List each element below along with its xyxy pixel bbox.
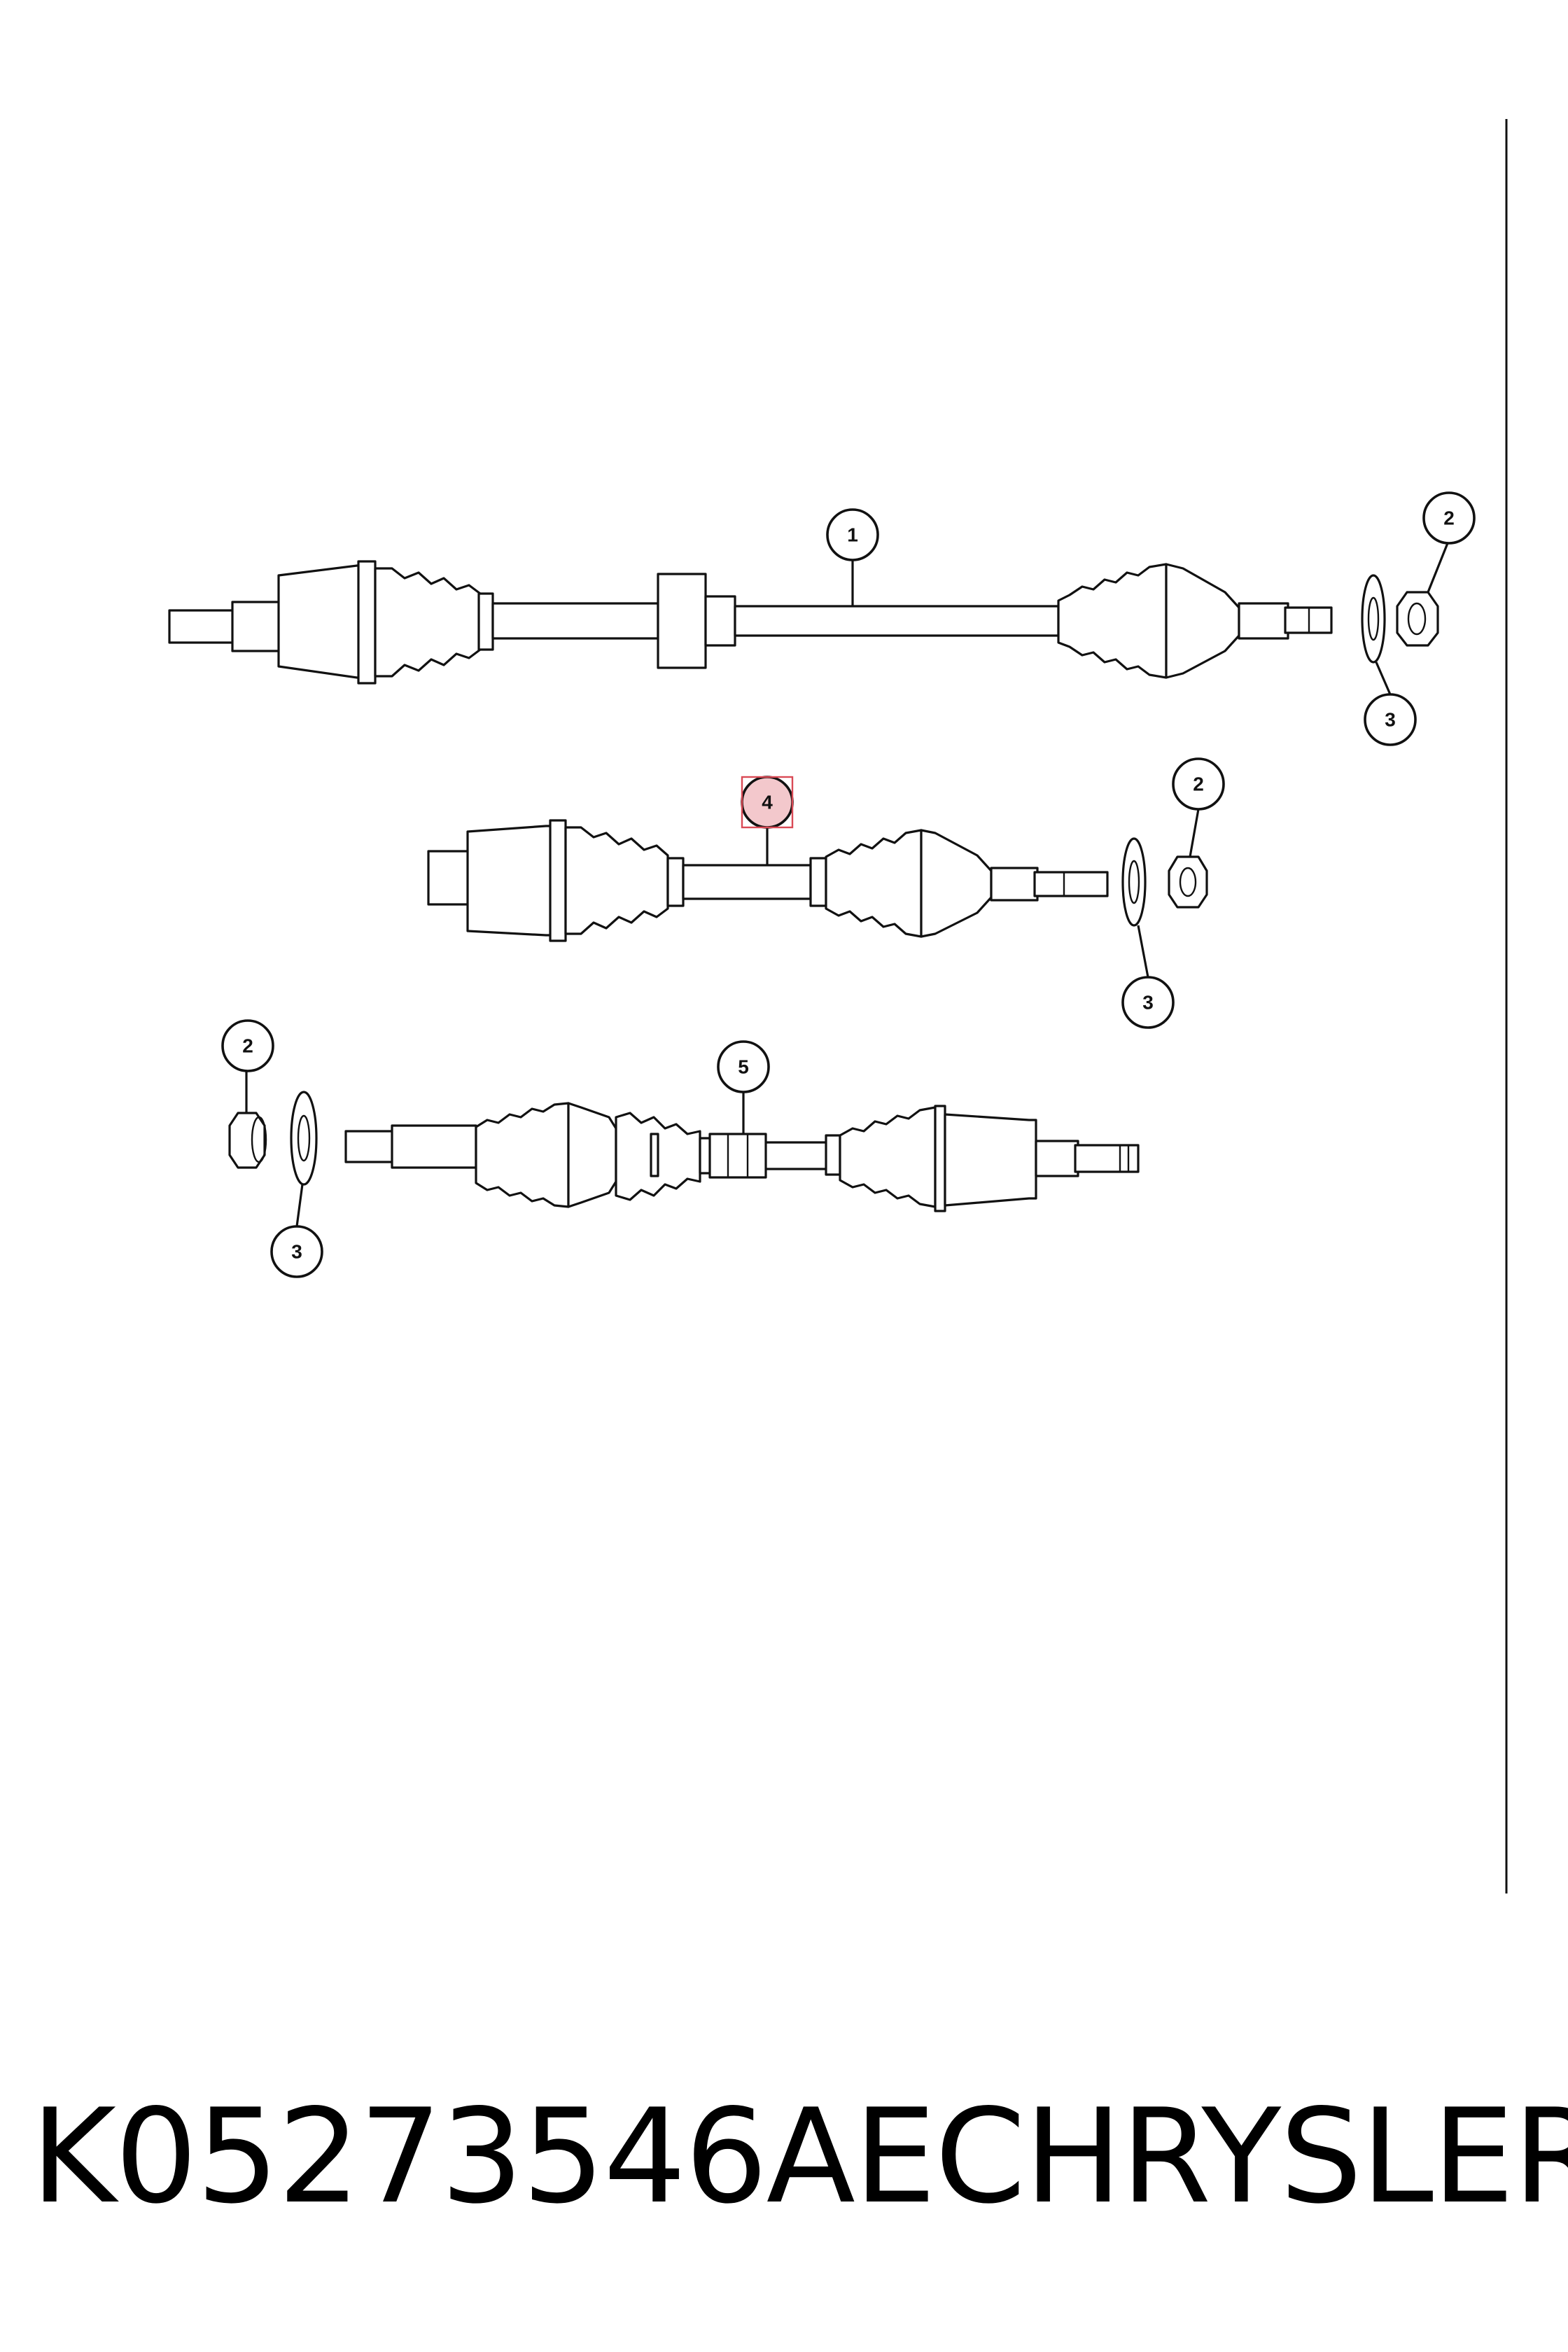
callout-3-bottom: 3	[270, 1225, 323, 1278]
svg-text:2: 2	[1193, 774, 1204, 795]
callout-2-top: 2	[1422, 491, 1476, 545]
callout-1: 1	[826, 508, 879, 561]
svg-text:2: 2	[242, 1035, 253, 1057]
washer-3	[290, 1091, 318, 1186]
washer-2	[1121, 837, 1147, 927]
axle-shaft-5	[344, 1102, 1140, 1212]
callout-4-highlighted[interactable]: 4	[741, 776, 794, 829]
callout-5: 5	[717, 1040, 770, 1093]
leader-lines	[245, 542, 1449, 1227]
callout-2-middle: 2	[1172, 757, 1225, 811]
axle-shaft-4	[427, 819, 1109, 942]
svg-text:2: 2	[1443, 507, 1455, 529]
nut-3	[228, 1112, 267, 1169]
washer-1	[1361, 574, 1386, 664]
svg-text:1: 1	[847, 524, 858, 546]
svg-text:3: 3	[1142, 992, 1154, 1014]
callout-3-middle: 3	[1121, 976, 1175, 1029]
callout-2-bottom: 2	[221, 1019, 274, 1072]
svg-text:5: 5	[738, 1056, 749, 1078]
highlight-box	[741, 776, 794, 829]
axle-shaft-1	[168, 560, 1333, 685]
part-number: K05273546AE	[31, 2080, 936, 2232]
svg-text:3: 3	[291, 1241, 302, 1263]
svg-text:3: 3	[1385, 709, 1396, 731]
caption: K05273546AE CHRYSLER	[0, 2072, 1568, 2240]
parts-diagram: 1 2 3 4 2 3 2 3 5	[168, 119, 1508, 1893]
brand-name: CHRYSLER	[934, 2080, 1568, 2232]
nut-2	[1168, 855, 1208, 909]
nut-1	[1396, 591, 1439, 647]
svg-text:4: 4	[762, 792, 773, 813]
callout-3-top: 3	[1364, 693, 1417, 746]
